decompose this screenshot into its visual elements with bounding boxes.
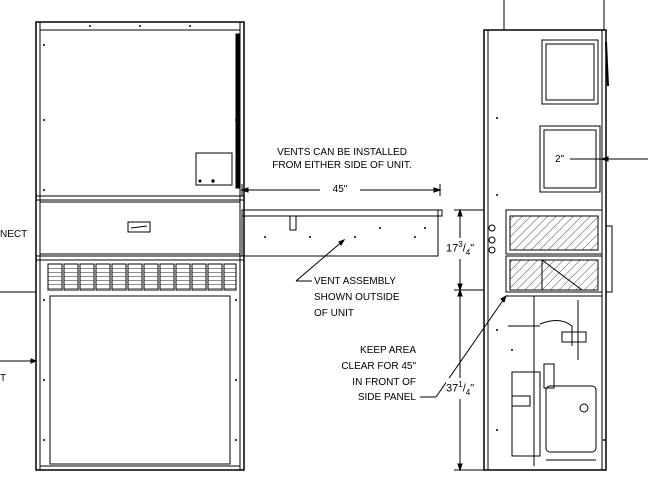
lower-coil-block [505, 255, 603, 293]
two-inch-label: 2" [554, 153, 566, 166]
lower-filter-panel [49, 295, 231, 465]
vent-assembly [240, 184, 443, 282]
keep-area-line3: IN FRONT OF [352, 377, 416, 388]
vents-note-line1: VENTS CAN BE INSTALLED [277, 147, 407, 158]
keep-area-line4: SIDE PANEL [357, 392, 416, 403]
vents-note-line2: FROM EITHER SIDE OF UNIT. [272, 160, 412, 171]
vent-assembly-line2: SHOWN OUTSIDE [314, 292, 400, 303]
front-cabinet-outline [35, 21, 245, 471]
side-cabinet-outline [483, 29, 607, 471]
control-panel [39, 201, 241, 255]
vent-assembly-line1: VENT ASSEMBLY [314, 276, 396, 287]
keep-area-line1: KEEP AREA [360, 345, 416, 356]
dim37-num: 1 [458, 380, 463, 389]
vent-assembly-body [241, 215, 439, 257]
dim37-whole: 37 [446, 382, 459, 395]
compressor-box [511, 371, 541, 457]
upper-panel [39, 29, 241, 197]
dim17-den: 4 [465, 247, 471, 257]
vent-assembly-line3: OF UNIT [314, 308, 354, 319]
front-louvers [47, 263, 237, 291]
keep-area-line2: CLEAR FOR 45" [341, 361, 416, 372]
upper-coil-block [505, 209, 603, 255]
access-door [195, 152, 233, 186]
front-view [0, 21, 245, 471]
dim17-whole: 17 [446, 242, 459, 255]
dimension-37-1-4: 371/4" [446, 378, 475, 399]
cut-text-connect: NECT [0, 229, 28, 240]
top-grille [541, 39, 599, 105]
side-view [420, 0, 648, 472]
dim17-unit: " [470, 242, 475, 255]
dim37-unit: " [470, 382, 475, 395]
brand-logo [127, 221, 151, 233]
dimension-17-3-4: 173/4" [446, 238, 475, 259]
dim17-num: 3 [458, 240, 463, 249]
width-dimension-label: 45" [320, 183, 360, 196]
cut-text-t: T [0, 373, 7, 384]
dim37-den: 4 [465, 387, 471, 397]
compressor [545, 385, 597, 453]
